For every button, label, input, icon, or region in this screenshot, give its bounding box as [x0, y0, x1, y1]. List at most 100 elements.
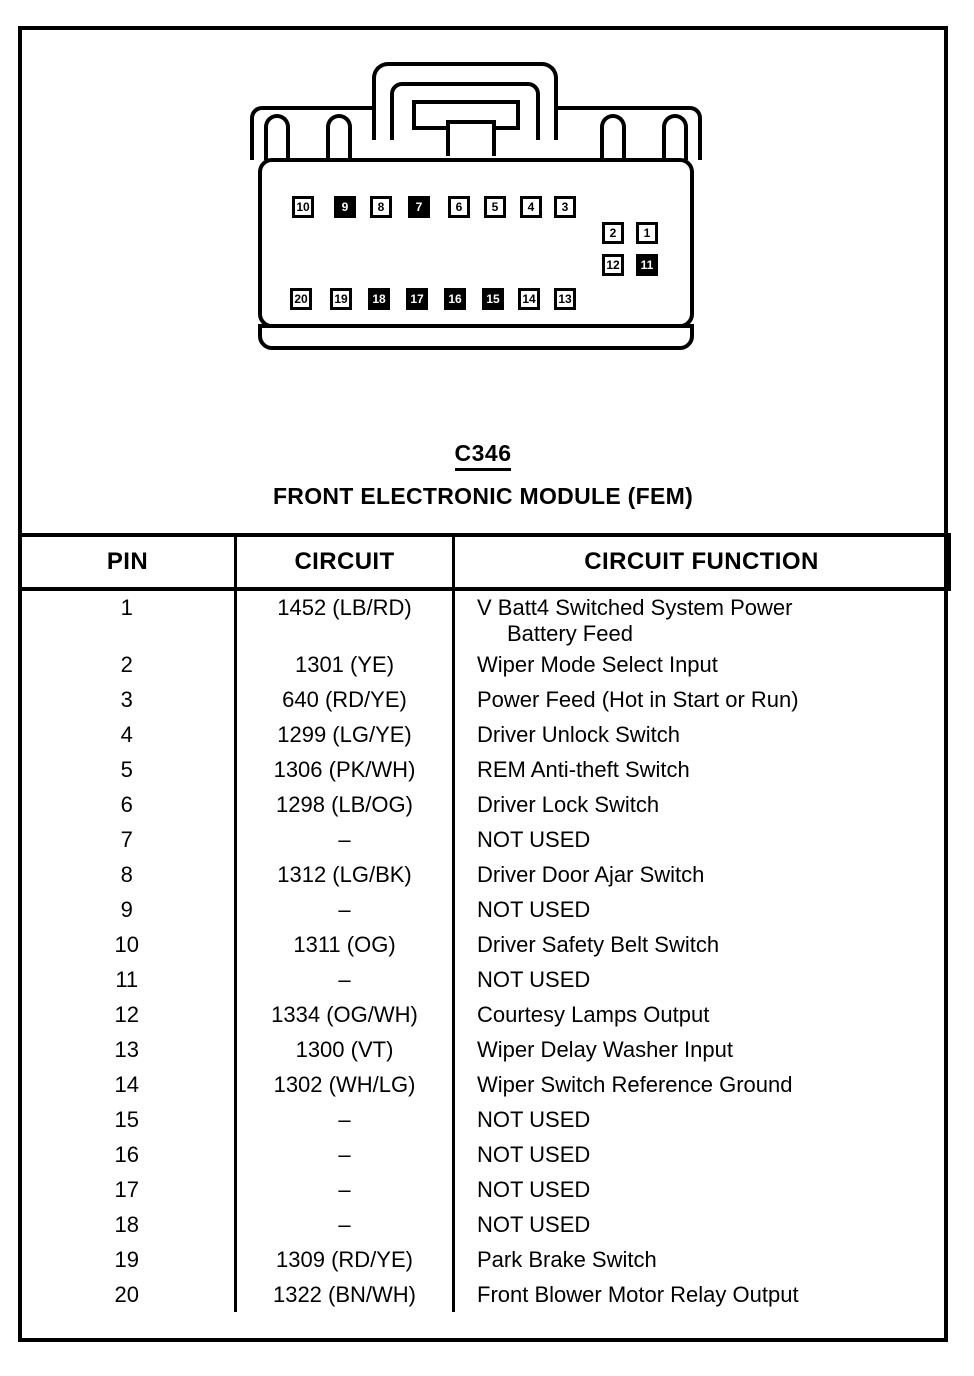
connector-keying-finger: [662, 114, 688, 160]
cell-function-line: NOT USED: [477, 826, 591, 852]
cell-circuit: 1299 (LG/YE): [235, 717, 455, 752]
cell-circuit: –: [235, 1207, 455, 1242]
cell-circuit-function: Driver Safety Belt Switch: [454, 927, 950, 962]
cell-function-line: Driver Unlock Switch: [477, 721, 680, 747]
cell-circuit: 1298 (LB/OG): [235, 787, 455, 822]
cell-function-line: NOT USED: [477, 1176, 591, 1202]
connector-cavity-4: 4: [520, 196, 542, 218]
cell-pin: 16: [19, 1137, 237, 1172]
cell-circuit: 1302 (WH/LG): [235, 1067, 455, 1102]
cell-circuit-function: Courtesy Lamps Output: [454, 997, 950, 1032]
connector-cavity-15: 15: [482, 288, 504, 310]
cell-function-line: Wiper Mode Select Input: [477, 651, 718, 677]
cell-circuit: –: [235, 1172, 455, 1207]
cell-pin: 20: [19, 1277, 237, 1312]
table-row: 16–NOT USED: [19, 1137, 950, 1172]
cell-circuit-function: Wiper Delay Washer Input: [454, 1032, 950, 1067]
connector-cavity-2: 2: [602, 222, 624, 244]
connector-cavity-10: 10: [292, 196, 314, 218]
cell-circuit-function: Power Feed (Hot in Start or Run): [454, 682, 950, 717]
cell-circuit-function: Wiper Mode Select Input: [454, 647, 950, 682]
cell-pin: 3: [19, 682, 237, 717]
cell-circuit-function: NOT USED: [454, 1102, 950, 1137]
connector-id: C346: [454, 440, 512, 471]
connector-cavity-8: 8: [370, 196, 392, 218]
cell-pin: 1: [19, 589, 237, 647]
cell-circuit-function: Wiper Switch Reference Ground: [454, 1067, 950, 1102]
cell-circuit-function: Park Brake Switch: [454, 1242, 950, 1277]
connector-cavity-11: 11: [636, 254, 658, 276]
cell-circuit-function: Driver Unlock Switch: [454, 717, 950, 752]
connector-cavity-20: 20: [290, 288, 312, 310]
table-row: 15–NOT USED: [19, 1102, 950, 1137]
cell-circuit-function: NOT USED: [454, 1137, 950, 1172]
cell-circuit-function: REM Anti-theft Switch: [454, 752, 950, 787]
cell-pin: 7: [19, 822, 237, 857]
cell-pin: 14: [19, 1067, 237, 1102]
connector-body: [258, 158, 694, 328]
cell-circuit-function: NOT USED: [454, 1172, 950, 1207]
connector-cavity-19: 19: [330, 288, 352, 310]
connector-keying-finger: [264, 114, 290, 160]
cell-pin: 8: [19, 857, 237, 892]
connector-latch-tab: [446, 120, 496, 156]
cell-circuit: 1301 (YE): [235, 647, 455, 682]
connector-cavity-17: 17: [406, 288, 428, 310]
cell-function-continuation: Battery Feed: [507, 621, 633, 646]
cell-circuit: –: [235, 1102, 455, 1137]
cell-function-line: NOT USED: [477, 966, 591, 992]
cell-circuit-function: NOT USED: [454, 892, 950, 927]
column-header-circuit: CIRCUIT: [234, 533, 455, 591]
cell-function-line: Wiper Switch Reference Ground: [477, 1071, 793, 1097]
cell-pin: 17: [19, 1172, 237, 1207]
cell-pin: 11: [19, 962, 237, 997]
cell-function-line: Driver Door Ajar Switch: [477, 861, 705, 887]
cell-circuit: –: [235, 892, 455, 927]
cell-circuit-function: NOT USED: [454, 822, 950, 857]
connector-cavity-18: 18: [368, 288, 390, 310]
cell-circuit: –: [235, 1137, 455, 1172]
cell-pin: 13: [19, 1032, 237, 1067]
cell-circuit: 640 (RD/YE): [235, 682, 455, 717]
table-row: 11–NOT USED: [19, 962, 950, 997]
table-header-row: PIN CIRCUIT CIRCUIT FUNCTION: [18, 533, 951, 591]
cell-function-line: NOT USED: [477, 1211, 591, 1237]
cell-circuit-function: NOT USED: [454, 1207, 950, 1242]
cell-pin: 9: [19, 892, 237, 927]
cell-pin: 6: [19, 787, 237, 822]
connector-keying-finger: [326, 114, 352, 160]
table-row: 9–NOT USED: [19, 892, 950, 927]
cell-function-line: NOT USED: [477, 1106, 591, 1132]
connector-cavity-9: 9: [334, 196, 356, 218]
table-row: 17–NOT USED: [19, 1172, 950, 1207]
connector-cavity-7: 7: [408, 196, 430, 218]
cell-circuit: 1300 (VT): [235, 1032, 455, 1067]
cell-pin: 10: [19, 927, 237, 962]
cell-pin: 15: [19, 1102, 237, 1137]
cell-circuit-function: NOT USED: [454, 962, 950, 997]
cell-circuit: 1306 (PK/WH): [235, 752, 455, 787]
connector-latch-bar: [412, 100, 520, 130]
connector-cavity-12: 12: [602, 254, 624, 276]
cell-circuit-function: Driver Lock Switch: [454, 787, 950, 822]
connector-keying-finger: [600, 114, 626, 160]
cell-circuit: 1311 (OG): [235, 927, 455, 962]
connector-cavity-14: 14: [518, 288, 540, 310]
cell-circuit: –: [235, 822, 455, 857]
cell-function-line: Park Brake Switch: [477, 1246, 657, 1272]
cell-function-line: Power Feed (Hot in Start or Run): [477, 686, 799, 712]
connector-cavity-1: 1: [636, 222, 658, 244]
cell-pin: 4: [19, 717, 237, 752]
